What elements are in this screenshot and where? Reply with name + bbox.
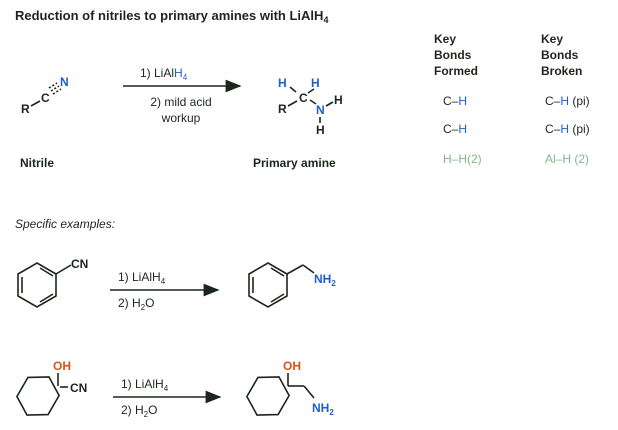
benzonitrile-structure: CN bbox=[17, 257, 88, 308]
page-title: Reduction of nitriles to primary amines … bbox=[15, 8, 328, 25]
header-line: Key bbox=[541, 32, 563, 46]
product-label: Primary amine bbox=[253, 156, 336, 170]
r-c-bond bbox=[30, 100, 41, 107]
example-1-step-1: 1) LiAlH4 bbox=[118, 270, 166, 286]
carbon-label: C bbox=[299, 91, 308, 105]
c-n-bond bbox=[309, 99, 317, 105]
formed-bond-1: C–H bbox=[443, 94, 467, 108]
h-atom: H bbox=[334, 93, 343, 107]
r-group-label: R bbox=[21, 102, 30, 116]
example-2-step-2: 2) H2O bbox=[121, 403, 157, 419]
broken-bond-2: C–H (pi) bbox=[545, 122, 590, 136]
h-atom: H bbox=[316, 123, 325, 137]
triple-bond bbox=[48, 82, 62, 95]
nitrogen-label: N bbox=[60, 75, 69, 89]
example-1-step-2: 2) H2O bbox=[118, 296, 154, 312]
header-line: Bonds bbox=[541, 48, 579, 62]
bonds-formed-column: Key Bonds Formed C–H C–H H–H(2) bbox=[434, 32, 482, 166]
broken-bond-1: C–H (pi) bbox=[545, 94, 590, 108]
ch-bond bbox=[289, 86, 297, 93]
oh-group: OH bbox=[283, 359, 301, 373]
header-line: Broken bbox=[541, 64, 582, 78]
example-2-step-1: 1) LiAlH4 bbox=[121, 377, 169, 393]
r-group-label: R bbox=[278, 102, 287, 116]
nitrogen-label: N bbox=[316, 103, 325, 117]
h-atom: H bbox=[278, 76, 287, 90]
primary-amine-structure: H H C R N H H bbox=[278, 76, 343, 137]
nh2-group: NH2 bbox=[312, 401, 334, 417]
bonds-broken-column: Key Bonds Broken C–H (pi) C–H (pi) Al–H … bbox=[541, 32, 590, 166]
header-line: Key bbox=[434, 32, 456, 46]
header-line: Bonds bbox=[434, 48, 472, 62]
nh-bond bbox=[325, 101, 334, 107]
r-c-bond bbox=[287, 100, 298, 107]
cyclohexanone-cyanohydrin-structure: OH CN bbox=[15, 359, 87, 416]
nitrile-structure: R C N bbox=[21, 75, 69, 116]
amino-alcohol-structure: OH NH2 bbox=[245, 359, 334, 417]
examples-heading: Specific examples: bbox=[15, 217, 115, 231]
reagent-step-2: 2) mild acid bbox=[150, 95, 211, 109]
header-line: Formed bbox=[434, 64, 478, 78]
nh2-group: NH2 bbox=[314, 272, 336, 288]
cn-group: CN bbox=[70, 381, 87, 395]
oh-group: OH bbox=[53, 359, 71, 373]
formed-bond-3: H–H(2) bbox=[443, 152, 482, 166]
cn-group: CN bbox=[71, 257, 88, 271]
broken-bond-3: Al–H (2) bbox=[545, 152, 589, 166]
reagent-step-1: 1) LiAlH4 bbox=[140, 66, 188, 82]
h-atom: H bbox=[311, 76, 320, 90]
formed-bond-2: C–H bbox=[443, 122, 467, 136]
benzylamine-structure: NH2 bbox=[248, 262, 336, 308]
reactant-label: Nitrile bbox=[20, 156, 54, 170]
carbon-label: C bbox=[41, 91, 50, 105]
reagent-step-2-cont: workup bbox=[161, 111, 201, 125]
ch-bond bbox=[307, 88, 315, 94]
